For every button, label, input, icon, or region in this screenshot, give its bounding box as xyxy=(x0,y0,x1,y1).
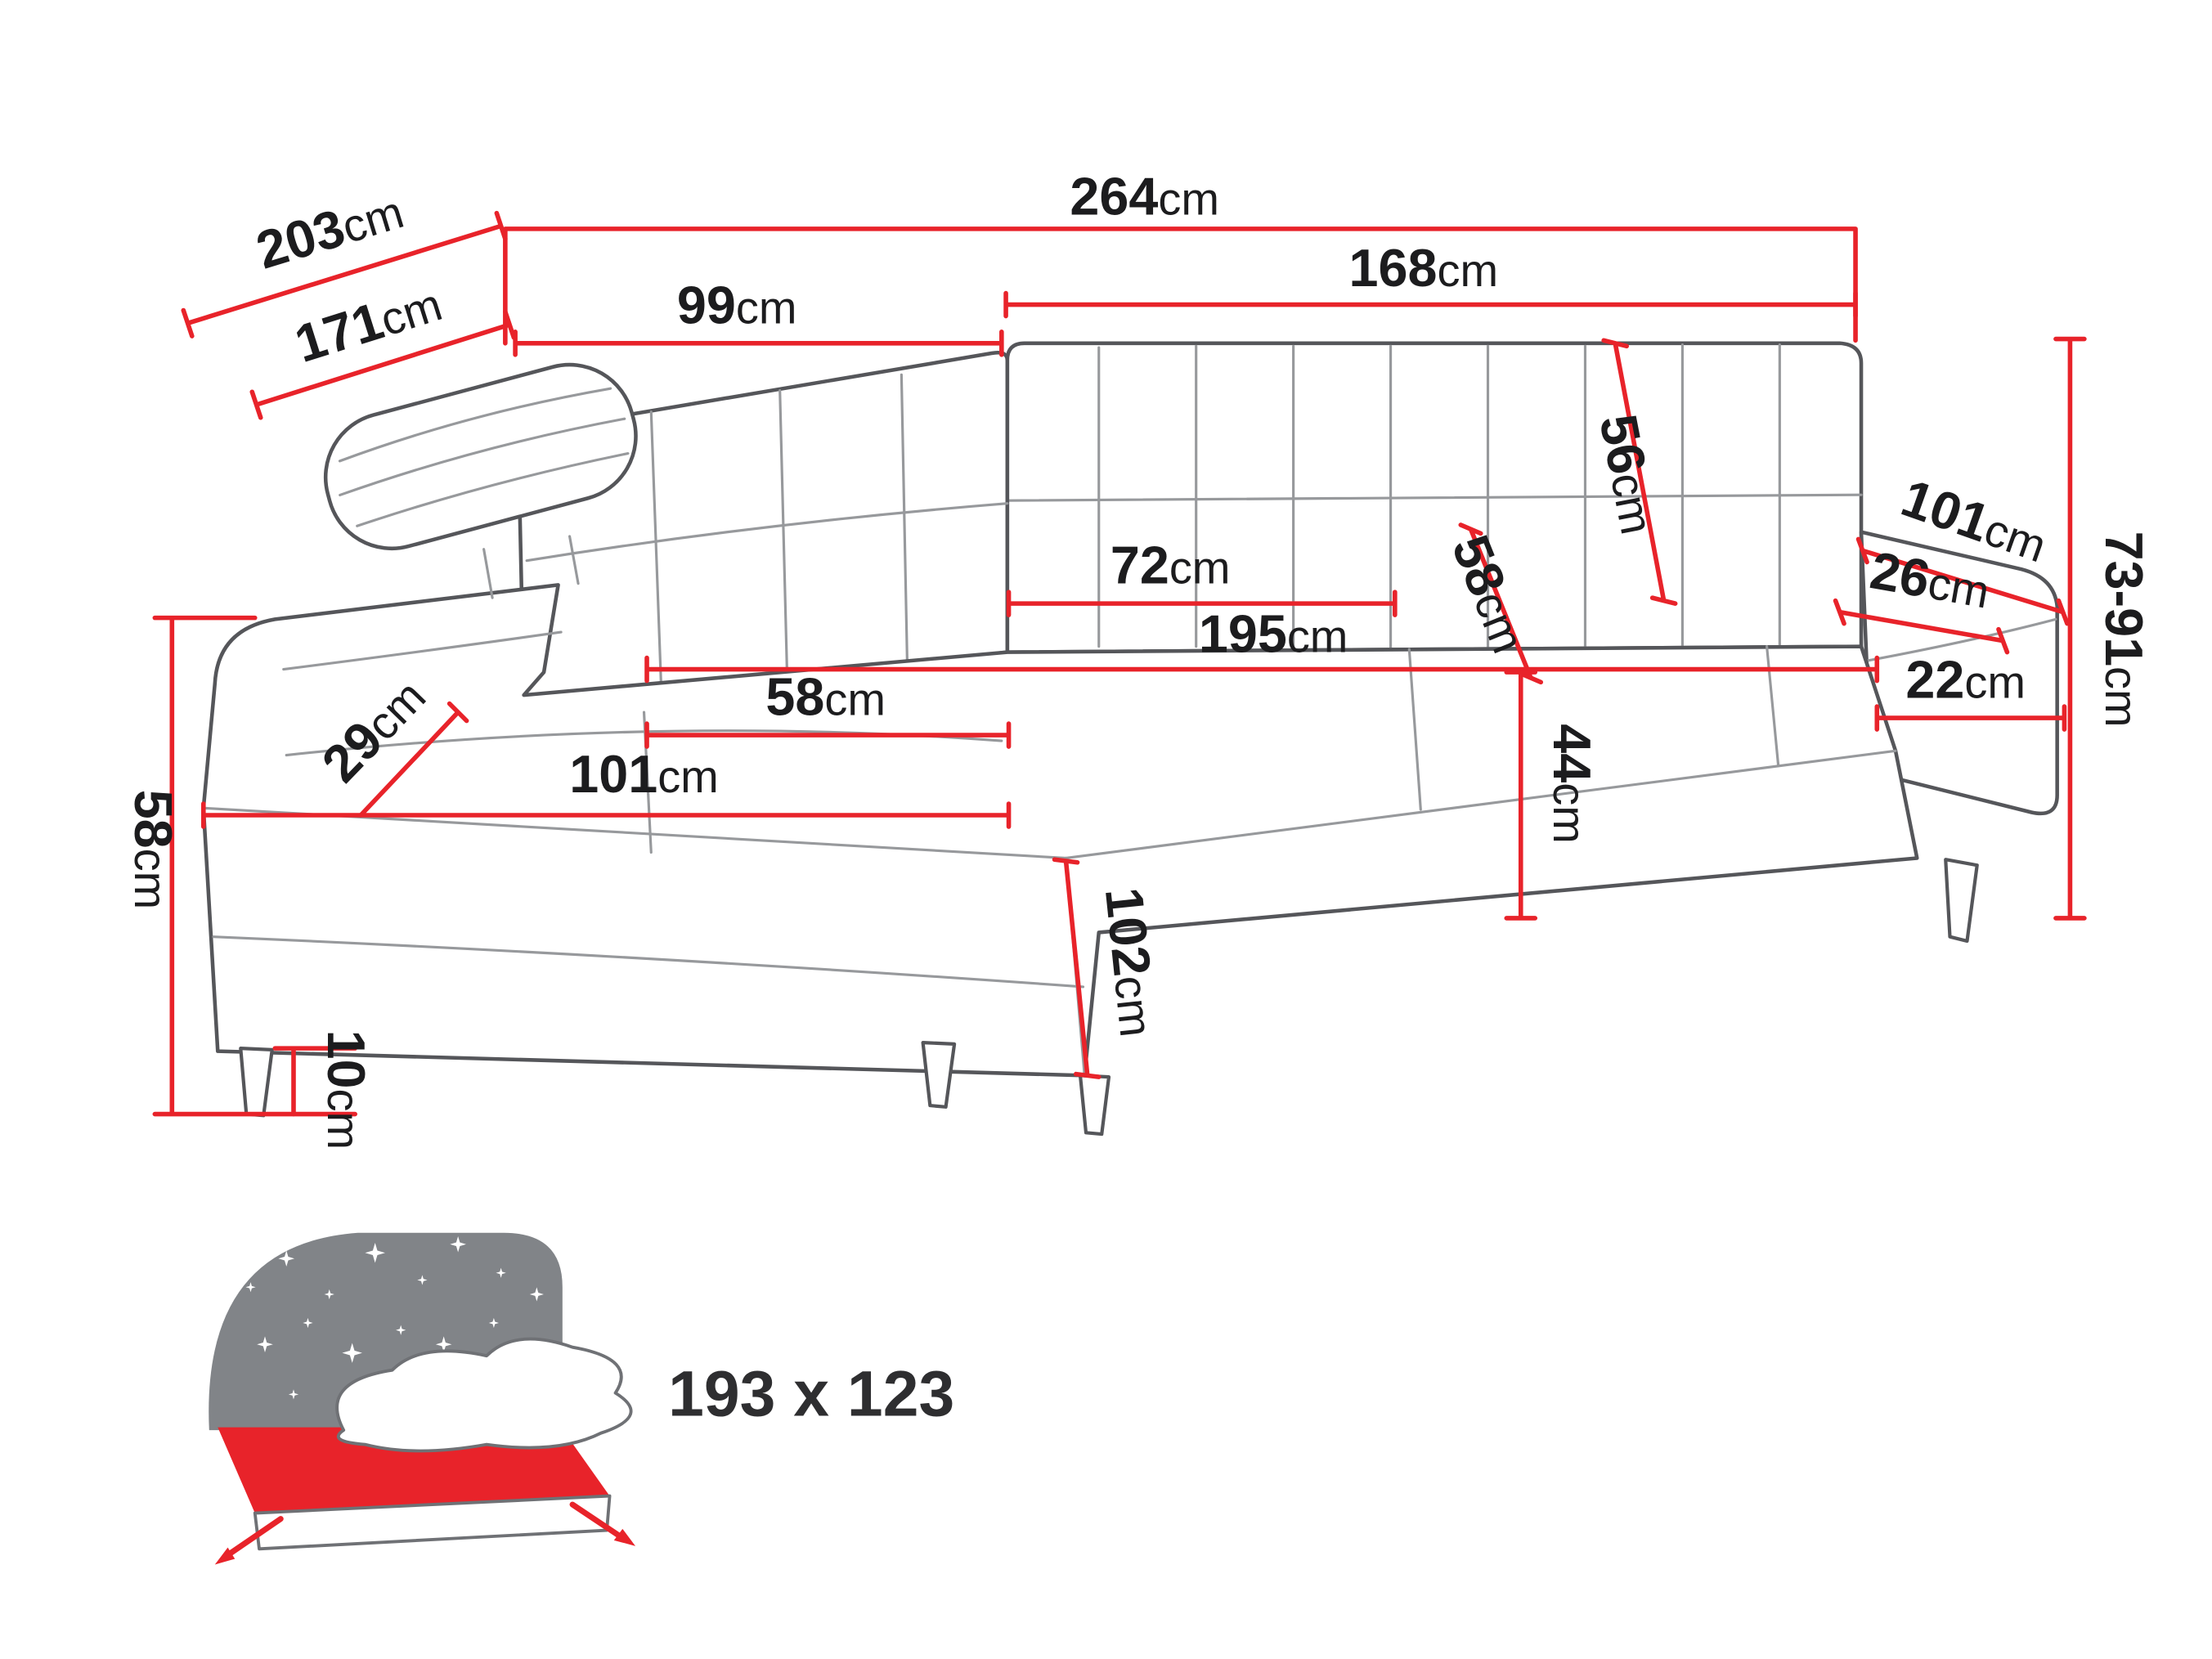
dim-backrest-height-label: 56cm xyxy=(1588,410,1670,539)
dim-seat-cushion-width: 72cm xyxy=(1006,536,1398,617)
dim-unit: cm xyxy=(736,281,797,333)
dim-leg-height: 10cm xyxy=(272,1030,376,1150)
dim-total-width-label: 264cm xyxy=(1070,166,1219,226)
dim-value: 73-91 xyxy=(2094,531,2154,667)
dim-side-height: 58cm xyxy=(123,615,358,1117)
dim-unit: cm xyxy=(824,674,886,725)
dim-value: 56 xyxy=(1588,410,1658,479)
bed-mattress-top xyxy=(218,1427,610,1513)
dim-right-back-width: 168cm xyxy=(1003,238,1858,319)
dim-unit: cm xyxy=(318,1089,370,1150)
dim-chaise-length: 101cm xyxy=(200,744,1012,829)
dim-total-depth-label: 203cm xyxy=(249,179,410,280)
dim-seat-height: 44cm xyxy=(1504,670,1602,921)
dim-value: 264 xyxy=(1070,166,1158,226)
sofa-illustration xyxy=(201,341,2059,1137)
sleeping-area-icon: 193 x 123 xyxy=(209,1232,954,1565)
dim-backrest-height: 56cm xyxy=(1588,338,1678,606)
dim-unit: cm xyxy=(1924,557,1993,618)
dim-value: 99 xyxy=(677,275,736,334)
dim-leg-height-label: 10cm xyxy=(316,1030,376,1150)
sofa-armrest-right xyxy=(1859,530,2059,816)
dim-unit: cm xyxy=(1544,782,1595,844)
sofa-seat-base xyxy=(201,583,1919,1078)
dim-seat-cushion-width-label: 72cm xyxy=(1110,536,1231,595)
dim-armrest-width: 22cm xyxy=(1874,650,2067,732)
dim-unit: cm xyxy=(1601,469,1663,538)
dim-value: 22 xyxy=(1905,650,1964,710)
dim-value: 171 xyxy=(288,290,390,374)
dim-side-height-label: 58cm xyxy=(123,790,183,910)
sofa-armrest-right-seam xyxy=(1865,617,2057,662)
bed-duvet xyxy=(335,1337,633,1453)
dim-chaise-cushion-width: 58cm xyxy=(644,667,1012,749)
dim-value: 101 xyxy=(569,744,657,804)
dim-seat-width-label: 195cm xyxy=(1199,604,1348,664)
dim-left-back-width-label: 99cm xyxy=(677,275,797,334)
dim-seat-width: 195cm xyxy=(644,604,1880,684)
sofa-leg xyxy=(239,1047,274,1118)
sofa-leg xyxy=(921,1041,957,1109)
dim-inner-depth-label: 171cm xyxy=(288,272,448,374)
dim-armrest-top-width: 26cm xyxy=(1833,540,2010,655)
dim-value: 58 xyxy=(123,790,183,849)
dim-adjustable-height-label: 73-91cm xyxy=(2094,531,2154,728)
dim-value: 44 xyxy=(1542,724,1602,782)
dim-unit: cm xyxy=(1964,657,2026,708)
dim-value: 26 xyxy=(1866,540,1935,608)
sofa-backrest-left-seams xyxy=(525,373,1009,688)
dim-unit: cm xyxy=(1105,973,1162,1039)
sofa-leg xyxy=(1078,1074,1111,1137)
dim-right-back-width-label: 168cm xyxy=(1349,238,1499,298)
dim-chaise-cushion-width-label: 58cm xyxy=(765,667,886,727)
dim-unit: cm xyxy=(657,751,719,802)
dim-unit: cm xyxy=(125,849,177,910)
bed-arrows xyxy=(214,1501,636,1565)
dim-value: 72 xyxy=(1110,536,1169,595)
dim-chaise-length-label: 101cm xyxy=(569,744,719,804)
dim-chaise-front-height: 102cm xyxy=(1052,857,1169,1079)
dim-unit: cm xyxy=(1287,611,1348,662)
dim-adjustable-height: 73-91cm xyxy=(2053,336,2154,921)
dim-value: 58 xyxy=(765,667,824,727)
dim-value: 168 xyxy=(1349,238,1438,298)
dim-value: 195 xyxy=(1199,604,1287,664)
dim-chaise-front-height-label: 102cm xyxy=(1094,885,1169,1039)
sofa-backrest-right-seams xyxy=(1006,343,1863,649)
sleeping-area-size-label: 193 x 123 xyxy=(668,1358,954,1430)
dim-seat-height-label: 44cm xyxy=(1542,724,1602,844)
dim-left-back-width: 99cm xyxy=(513,275,1004,357)
sofa-leg xyxy=(1944,858,1979,944)
dim-unit: cm xyxy=(1437,244,1498,296)
sofa-legs xyxy=(239,858,1979,1137)
dim-unit: cm xyxy=(1158,173,1219,224)
dim-value: 10 xyxy=(316,1030,376,1089)
dim-unit: cm xyxy=(1169,542,1231,594)
dim-armrest-width-label: 22cm xyxy=(1905,650,2026,710)
dim-value: 203 xyxy=(249,197,352,280)
sofa-headrest-support xyxy=(482,535,580,599)
dim-armrest-top-width-label: 26cm xyxy=(1866,540,1994,619)
dim-unit: cm xyxy=(2096,666,2147,728)
sofa-headrest xyxy=(323,362,638,599)
dim-value: 102 xyxy=(1094,885,1163,979)
